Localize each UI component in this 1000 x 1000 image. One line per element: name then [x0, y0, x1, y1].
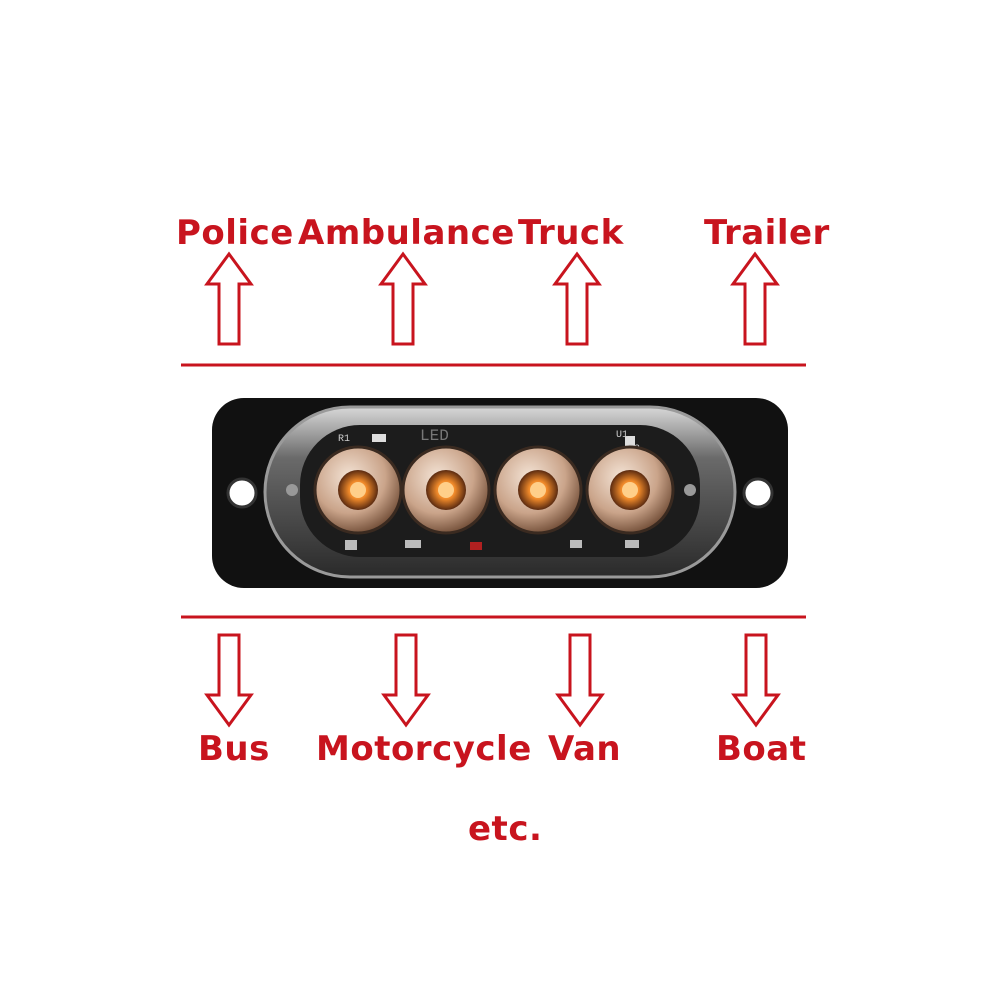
smd-component	[625, 436, 635, 446]
label-motorcycle: Motorcycle	[316, 729, 532, 769]
led-3	[493, 445, 583, 535]
smd-component	[405, 540, 421, 548]
label-police: Police	[176, 213, 294, 253]
label-trailer: Trailer	[704, 213, 830, 253]
up-arrow-police	[205, 252, 253, 346]
smd-component	[345, 540, 357, 550]
smd-component	[625, 540, 639, 548]
led-2	[401, 445, 491, 535]
pcb-marking: R1	[338, 434, 350, 445]
footer-etc: etc.	[468, 809, 543, 849]
up-arrow-truck	[553, 252, 601, 346]
led-4	[585, 445, 675, 535]
label-boat: Boat	[716, 729, 807, 769]
screw-head	[684, 484, 696, 496]
down-arrow-boat	[732, 633, 780, 727]
down-arrow-motorcycle	[382, 633, 430, 727]
smd-component	[570, 540, 582, 548]
pcb-marking: U1	[616, 430, 628, 441]
up-arrow-trailer	[731, 252, 779, 346]
down-arrow-bus	[205, 633, 253, 727]
mounting-hole-left	[226, 477, 258, 509]
smd-component	[372, 434, 386, 442]
screw-head	[286, 484, 298, 496]
down-arrow-van	[556, 633, 604, 727]
label-van: Van	[548, 729, 622, 769]
smd-component	[470, 542, 482, 550]
up-arrow-ambulance	[379, 252, 427, 346]
label-bus: Bus	[198, 729, 270, 769]
led-1	[313, 445, 403, 535]
pcb-marking: LED	[420, 427, 449, 445]
label-truck: Truck	[518, 213, 624, 253]
label-ambulance: Ambulance	[298, 213, 515, 253]
mounting-hole-right	[742, 477, 774, 509]
led-light-product: R1 LED U1 R2	[212, 398, 788, 588]
